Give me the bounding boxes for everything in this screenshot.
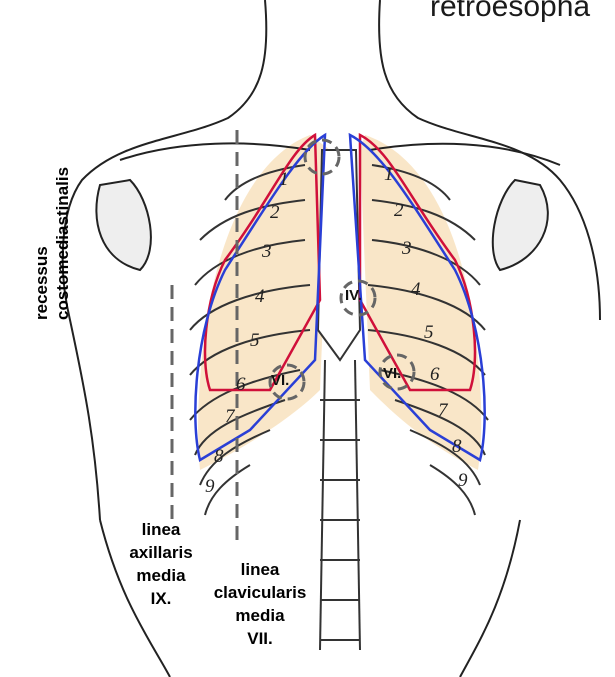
marker-iv-label: IV. xyxy=(345,287,362,304)
rib-number: 8 xyxy=(452,436,462,457)
rib-number: 5 xyxy=(250,330,260,351)
rib-number: 4 xyxy=(411,279,421,300)
marker-vi-right-label: VI. xyxy=(383,365,401,382)
recessus-line-2: costomediastinalis xyxy=(52,167,73,320)
axillaris-line-1: linea xyxy=(112,518,210,541)
rib-number: 3 xyxy=(261,241,272,262)
rib-number: 5 xyxy=(424,322,434,343)
rib-number: 8 xyxy=(214,446,224,467)
axillaris-label: linea axillaris media IX. xyxy=(112,518,210,610)
clavicularis-line-2: clavicularis xyxy=(205,581,315,604)
clavicularis-line-4: VII. xyxy=(205,627,315,650)
marker-vi-left-label: VI. xyxy=(271,372,289,389)
axillaris-line-4: IX. xyxy=(112,587,210,610)
retroesophageal-label: retroesopha xyxy=(430,0,590,24)
clavicularis-line-1: linea xyxy=(205,558,315,581)
rib-number: 9 xyxy=(458,470,468,491)
rib-number: 4 xyxy=(255,286,265,307)
rib-number: 9 xyxy=(205,476,215,497)
rib-number: 1 xyxy=(384,164,394,185)
rib-number: 2 xyxy=(270,202,280,223)
recessus-line-1: recessus xyxy=(31,167,52,320)
rib-number: 7 xyxy=(225,406,236,427)
rib-number: 7 xyxy=(438,400,449,421)
rib-number: 2 xyxy=(394,200,404,221)
axillaris-line-3: media xyxy=(112,564,210,587)
rib-number: 6 xyxy=(430,364,440,385)
axillaris-line-2: axillaris xyxy=(112,541,210,564)
rib-number: 3 xyxy=(401,238,412,259)
rib-number: 1 xyxy=(279,169,289,190)
clavicularis-label: linea clavicularis media VII. xyxy=(205,558,315,650)
clavicularis-line-3: media xyxy=(205,604,315,627)
recessus-label: recessus costomediastinalis xyxy=(31,167,73,320)
rib-number: 6 xyxy=(236,374,246,395)
sternum-spine xyxy=(318,150,360,650)
